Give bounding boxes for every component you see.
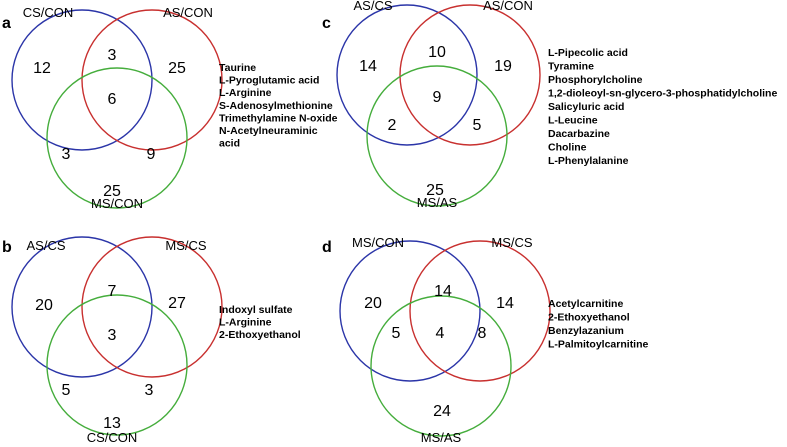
region-count-only2: 27 [168, 295, 186, 312]
compound-item: L-Phenylalanine [548, 155, 629, 167]
compound-item: Choline [548, 142, 587, 154]
compound-item: Phosphorylcholine [548, 74, 643, 86]
set-label-2: AS/CON [483, 0, 533, 13]
set-circle-3 [46, 67, 188, 209]
set-label-3: MS/AS [421, 430, 462, 445]
set-label-2: AS/CON [163, 5, 213, 20]
set-label-2: MS/CS [491, 235, 533, 250]
panel-letter: b [2, 239, 12, 256]
compound-item: L-Arginine [219, 317, 272, 329]
compound-item: 2-Ethoxyethanol [548, 312, 630, 324]
set-circle-1 [11, 236, 153, 378]
region-count-c13: 3 [62, 146, 71, 163]
compound-item: 2-Ethoxyethanol [219, 329, 301, 341]
compound-item: S-Adenosylmethionine [219, 100, 333, 112]
region-count-c123: 4 [436, 325, 445, 342]
set-label-3: MS/AS [417, 195, 458, 210]
region-count-c12: 7 [108, 283, 117, 300]
venn-panel-a: a CS/CON AS/CON MS/CON 12 25 25 3 3 9 6 TaurineL-Py… [2, 5, 338, 211]
compound-item: L-Pyroglutamic acid [219, 75, 319, 87]
region-count-c12: 14 [434, 283, 452, 300]
set-circle-2 [81, 9, 223, 151]
venn-panel-b: b AS/CS MS/CS CS/CON 20 27 13 7 5 3 3 Indoxyl sulfa… [2, 236, 301, 445]
region-count-only3: 25 [426, 182, 444, 199]
compound-item: L-Arginine [219, 87, 272, 99]
region-count-only3: 25 [103, 183, 121, 200]
region-count-c12: 3 [108, 47, 117, 64]
set-circle-1 [336, 4, 478, 146]
panel-letter: c [322, 15, 331, 32]
region-count-only1: 12 [33, 60, 51, 77]
region-count-only1: 20 [35, 297, 53, 314]
set-label-3: MS/CON [91, 196, 143, 211]
set-label-1: CS/CON [23, 5, 74, 20]
compound-item: Tyramine [548, 61, 594, 73]
region-count-c23: 5 [473, 117, 482, 134]
compound-item: Taurine [219, 62, 256, 74]
compound-item: L-Pipecolic acid [548, 47, 628, 59]
region-count-c123: 3 [108, 327, 117, 344]
region-count-only2: 19 [494, 58, 512, 75]
compound-item: Acetylcarnitine [548, 298, 623, 310]
set-circle-3 [366, 65, 508, 207]
compound-item: 1,2-dioleoyl-sn-glycero-3-phosphatidylch… [548, 88, 777, 100]
region-count-c23: 9 [147, 146, 156, 163]
region-count-c13: 5 [392, 325, 401, 342]
set-circle-2 [409, 240, 551, 382]
set-circle-1 [339, 240, 481, 382]
set-label-1: MS/CON [352, 235, 404, 250]
region-count-only3: 24 [433, 403, 451, 420]
region-count-only3: 13 [103, 415, 121, 432]
set-circle-3 [46, 294, 188, 436]
compound-item: Benzylazanium [548, 325, 624, 337]
set-label-2: MS/CS [165, 238, 207, 253]
region-count-c123: 9 [433, 89, 442, 106]
set-circle-2 [399, 4, 541, 146]
region-count-c13: 2 [388, 117, 397, 134]
region-count-c12: 10 [428, 44, 446, 61]
set-label-3: CS/CON [87, 430, 138, 445]
compound-item: L-Leucine [548, 115, 598, 127]
set-circle-2 [81, 236, 223, 378]
compound-item: L-Palmitoylcarnitine [548, 339, 649, 351]
region-count-only2: 25 [168, 60, 186, 77]
region-count-only1: 14 [359, 58, 377, 75]
compound-item: Trimethylamine N-oxide [219, 112, 338, 124]
compound-item: Salicyluric acid [548, 101, 624, 113]
compound-item: Indoxyl sulfate [219, 304, 293, 316]
region-count-only2: 14 [496, 295, 514, 312]
set-circle-1 [11, 9, 153, 151]
compound-item: acid [219, 138, 240, 150]
panel-letter: d [322, 239, 332, 256]
region-count-c23: 8 [478, 325, 487, 342]
panel-letter: a [2, 15, 11, 32]
set-label-1: AS/CS [26, 238, 65, 253]
venn-panel-d: d MS/CON MS/CS MS/AS 20 14 24 14 5 8 4 Acetylcarnit… [322, 235, 649, 445]
region-count-c13: 5 [62, 382, 71, 399]
region-count-only1: 20 [364, 295, 382, 312]
compound-item: Dacarbazine [548, 128, 610, 140]
region-count-c123: 6 [108, 91, 117, 108]
compound-item: N-Acetylneuraminic [219, 125, 318, 137]
set-label-1: AS/CS [353, 0, 392, 13]
set-circle-3 [370, 295, 512, 437]
region-count-c23: 3 [145, 382, 154, 399]
